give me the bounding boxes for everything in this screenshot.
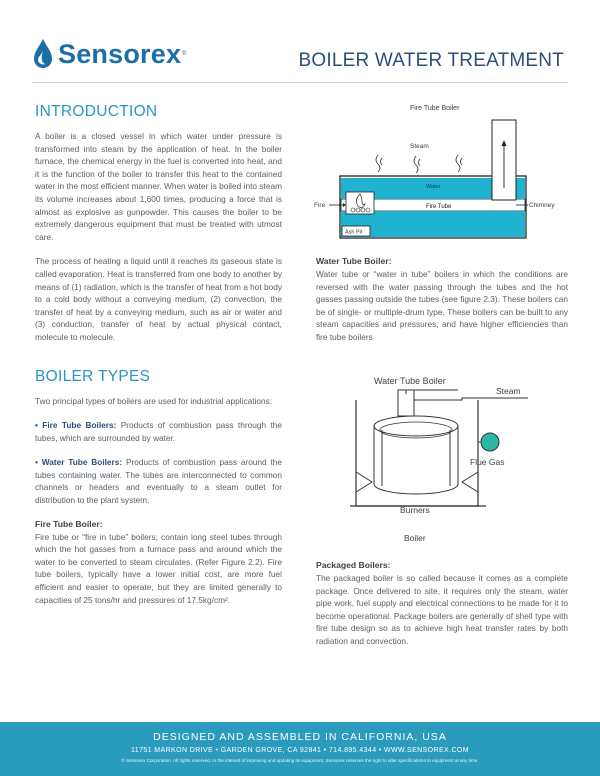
flue-gas-label: Flue Gas — [470, 457, 505, 467]
steam-wisps — [375, 154, 463, 174]
steam-wisp-1b — [380, 157, 383, 166]
header-divider — [32, 82, 568, 83]
trademark-mark: ® — [182, 51, 187, 57]
upper-drum — [373, 415, 459, 437]
introduction-paragraph-1: A boiler is a closed vessel in which wat… — [35, 131, 282, 242]
fire-arrowhead — [343, 203, 346, 207]
sensorex-logo: Sensorex ® — [32, 38, 187, 70]
page-footer: DESIGNED AND ASSEMBLED IN CALIFORNIA, US… — [0, 722, 600, 776]
burner-left — [355, 471, 373, 493]
page-header: Sensorex ® BOILER WATER TREATMENT — [0, 0, 600, 90]
water-band — [341, 178, 525, 192]
fire-tube-label: Fire Tube — [426, 204, 452, 210]
fire-tube-figure-title: Fire Tube Boiler — [410, 105, 460, 112]
fire-label: Fire — [314, 202, 326, 209]
water-tube-heading: Water Tube Boiler: — [316, 256, 392, 266]
brand-name: Sensorex — [58, 38, 182, 69]
steam-pipe — [414, 397, 528, 401]
steam-pipe-inner — [405, 389, 458, 394]
water-drop-icon — [34, 39, 52, 68]
burners-label: Burners — [400, 505, 430, 515]
boiler-shell — [339, 175, 527, 239]
steam-outlet-label: Steam — [496, 386, 521, 396]
steam-label: Steam — [410, 143, 429, 150]
water-tube-bullet-text: Products of combustion pass around the t… — [35, 457, 282, 506]
fire-tube-paragraph: Fire tube or “fire in tube” boilers; con… — [35, 531, 282, 605]
ash-pit-label: Ash Pit — [345, 230, 363, 236]
steam-wisp-1 — [375, 154, 381, 173]
water-tube-paragraph: Water tube or “water in tube” boilers in… — [316, 269, 568, 342]
fire-tube-boiler-figure: Fire Tube Boiler Steam Water Fire Tube A… — [314, 105, 555, 239]
footer-title: DESIGNED AND ASSEMBLED IN CALIFORNIA, US… — [153, 731, 447, 743]
ash-pit — [341, 225, 371, 237]
tube-rows — [381, 456, 451, 484]
footer-address: 11751 MARKON DRIVE • GARDEN GROVE, CA 92… — [131, 747, 469, 754]
introduction-heading: INTRODUCTION — [35, 103, 158, 120]
packaged-paragraph: The packaged boiler is so called because… — [316, 573, 568, 646]
chimney-label: Chimney — [529, 202, 555, 209]
flue-gas-outlet — [480, 432, 500, 452]
water-label: Water — [426, 184, 441, 190]
mid-water — [341, 192, 525, 199]
water-tube-section: Water Tube Boiler: Water tube or “water … — [316, 256, 568, 344]
fire-tube-bullet-label: • Fire Tube Boilers: — [35, 420, 117, 431]
packaged-section: Packaged Boilers: The packaged boiler is… — [316, 560, 568, 648]
water-tubes — [373, 426, 459, 486]
left-column: INTRODUCTION A boiler is a closed vessel… — [35, 103, 282, 606]
water-tube-bullet-label: • Water Tube Boilers: — [35, 457, 123, 468]
water-tube-bullet: • Water Tube Boilers: Products of combus… — [35, 456, 282, 506]
flame-icon — [356, 193, 366, 208]
steam-wisp-2 — [413, 155, 419, 174]
introduction-paragraph-2: The process of heating a liquid until it… — [35, 256, 282, 342]
boiler-types-intro: Two principal types of boilers are used … — [35, 395, 273, 406]
upper-drum-inner — [379, 421, 453, 439]
water-tube-figure-title: Water Tube Boiler — [374, 376, 446, 386]
footer-legal: © Sensorex Corporation. All rights reser… — [121, 758, 479, 763]
document-title: BOILER WATER TREATMENT — [298, 50, 564, 71]
burner-right — [461, 471, 479, 493]
lower-drum — [373, 483, 459, 495]
chimney-arrowhead — [501, 140, 507, 146]
water-tube-boiler-figure: Water Tube Boiler Steam Flue Gas Burners… — [350, 376, 528, 543]
steam-wisp-3b — [460, 157, 463, 166]
steam-wisp-3 — [455, 154, 461, 173]
fire-tube-heading: Fire Tube Boiler: — [35, 518, 103, 529]
fire-tube-bullet-text: Products of combustion pass through the … — [35, 420, 282, 443]
fire-tube-bullet: • Fire Tube Boilers: Products of combust… — [35, 419, 282, 444]
packaged-heading: Packaged Boilers: — [316, 560, 391, 570]
boiler-label: Boiler — [404, 533, 426, 543]
steam-wisp-2b — [418, 158, 421, 167]
fuel-circles — [350, 207, 371, 213]
lower-water — [341, 211, 525, 237]
boiler-types-heading: BOILER TYPES — [35, 367, 151, 385]
